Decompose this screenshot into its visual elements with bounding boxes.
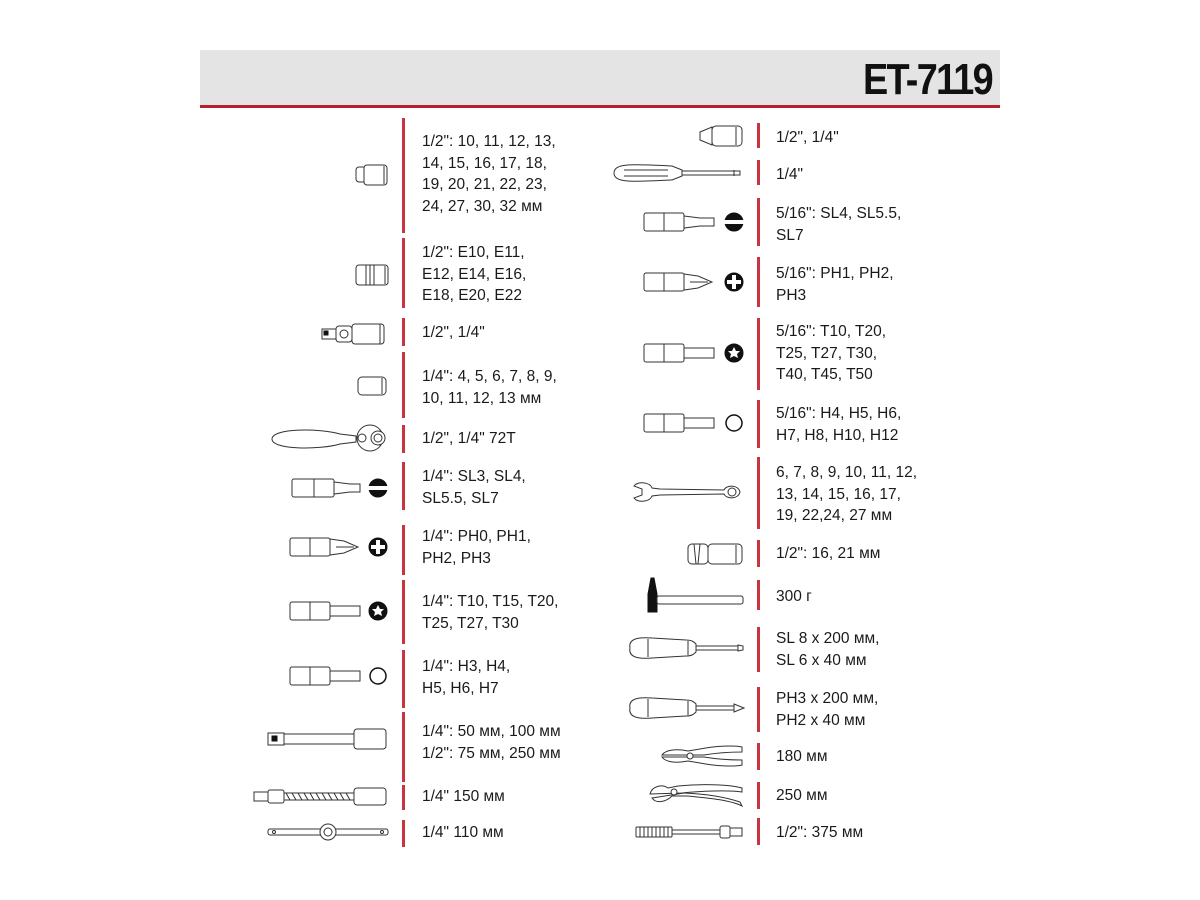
item-bar: [757, 743, 760, 770]
slotted-screwdriver-icon: [629, 637, 744, 659]
item-spec: 1/2", 1/4" 72T: [422, 430, 516, 447]
flexible-extension-icon: [253, 787, 387, 806]
phillips-bit-icon: [643, 272, 744, 292]
item-bar: [402, 712, 405, 782]
item-spec: 5/16": PH1, PH2,PH3: [776, 265, 894, 304]
item-bar: [402, 525, 405, 575]
item-bar: [402, 352, 405, 418]
item-spec: 1/4": 4, 5, 6, 7, 8, 9,10, 11, 12, 13 мм: [422, 368, 557, 407]
item-bar: [402, 580, 405, 644]
t-handle-icon: [267, 823, 389, 841]
ratchet-icon: [271, 424, 386, 452]
breaker-bar-icon: [635, 825, 743, 839]
slotted-bit-icon: [643, 212, 744, 232]
item-bar: [757, 457, 760, 529]
phillips-screwdriver-icon: [629, 697, 746, 719]
item-spec: 5/16": T10, T20,T25, T27, T30,T40, T45, …: [776, 323, 887, 383]
bit-driver-icon: [613, 164, 741, 182]
e-torx-socket-icon: [355, 264, 389, 286]
item-bar: [757, 318, 760, 390]
item-bar: [757, 400, 760, 448]
item-spec: 1/4": [776, 166, 804, 183]
combination-pliers-icon: [661, 745, 743, 767]
item-bar: [402, 425, 405, 453]
torx-bit-icon: [643, 343, 744, 363]
item-spec: 180 мм: [776, 748, 828, 765]
item-bar: [757, 580, 760, 610]
slotted-bit-icon: [291, 478, 388, 498]
combination-wrench-icon: [633, 482, 741, 502]
item-bar: [757, 257, 760, 307]
item-bar: [757, 123, 760, 148]
item-bar: [402, 118, 405, 233]
item-spec: 1/2", 1/4": [422, 324, 485, 341]
item-bar: [402, 785, 405, 810]
header-band: [200, 50, 1000, 105]
item-bar: [757, 160, 760, 185]
item-spec: 5/16": SL4, SL5.5,SL7: [776, 205, 902, 244]
item-bar: [757, 198, 760, 246]
header-divider: [200, 105, 1000, 108]
item-spec: 300 г: [776, 588, 812, 605]
item-spec: 1/2": E10, E11,E12, E14, E16,E18, E20, E…: [422, 244, 527, 304]
item-spec: 1/4" 150 мм: [422, 788, 505, 805]
hex-bit-icon: [643, 413, 743, 433]
model-title: ET-7119: [863, 55, 994, 104]
item-spec: 1/2": 16, 21 мм: [776, 545, 881, 562]
item-spec: 1/4": PH0, PH1,PH2, PH3: [422, 528, 531, 567]
item-spec: 1/2", 1/4": [776, 129, 839, 146]
item-spec: 1/4": H3, H4,H5, H6, H7: [422, 658, 511, 697]
item-spec: PH3 x 200 мм,PH2 x 40 мм: [776, 690, 879, 729]
phillips-bit-icon: [289, 537, 388, 557]
spark-plug-socket-icon: [687, 543, 743, 565]
water-pump-pliers-icon: [649, 784, 744, 808]
item-spec: 1/4": T10, T15, T20,T25, T27, T30: [422, 593, 559, 632]
item-spec: 6, 7, 8, 9, 10, 11, 12,13, 14, 15, 16, 1…: [776, 464, 918, 524]
item-bar: [402, 650, 405, 708]
item-bar: [757, 782, 760, 809]
item-spec: 1/4" 110 мм: [422, 824, 504, 841]
item-bar: [402, 820, 405, 847]
item-spec: SL 8 x 200 мм,SL 6 x 40 мм: [776, 630, 880, 669]
item-bar: [757, 540, 760, 567]
bit-adapter-icon: [699, 125, 743, 147]
item-bar: [757, 687, 760, 732]
item-spec: 1/2": 375 мм: [776, 824, 864, 841]
small-socket-icon: [357, 376, 387, 396]
item-bar: [757, 818, 760, 845]
item-spec: 1/4": SL3, SL4,SL5.5, SL7: [422, 468, 526, 507]
item-spec: 5/16": H4, H5, H6,H7, H8, H10, H12: [776, 405, 902, 444]
item-bar: [757, 627, 760, 672]
item-bar: [402, 238, 405, 308]
hammer-icon: [647, 577, 744, 613]
item-bar: [402, 318, 405, 346]
hex-bit-icon: [289, 666, 387, 686]
socket-icon: [355, 164, 388, 186]
torx-bit-icon: [289, 601, 388, 621]
item-spec: 1/2": 10, 11, 12, 13,14, 15, 16, 17, 18,…: [422, 133, 556, 215]
item-spec: 250 мм: [776, 787, 828, 804]
universal-joint-icon: [321, 323, 385, 345]
extension-bar-icon: [267, 728, 387, 750]
item-bar: [402, 462, 405, 510]
